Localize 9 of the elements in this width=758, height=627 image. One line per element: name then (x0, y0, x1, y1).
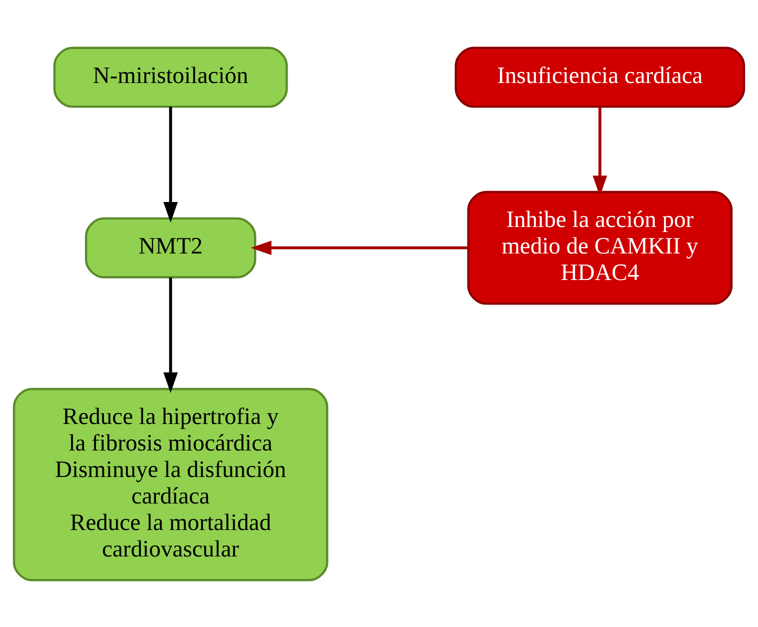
arrow (163, 106, 178, 222)
node-box: Insuficiencia cardíaca (454, 46, 746, 108)
arrow (592, 106, 608, 196)
node-box: NMT2 (84, 216, 256, 278)
node-box: Inhibe la acción por medio de CAMKII y HDAC4 (467, 190, 733, 304)
arrow (163, 277, 178, 392)
node-box: N-miristoilación (53, 46, 288, 108)
arrow (250, 240, 468, 255)
node-box: Reduce la hipertrofia y la fibrosis miocárdica Disminuye la disfunción cardíaca Reduce la mortalidad cardiovascular (12, 387, 328, 581)
